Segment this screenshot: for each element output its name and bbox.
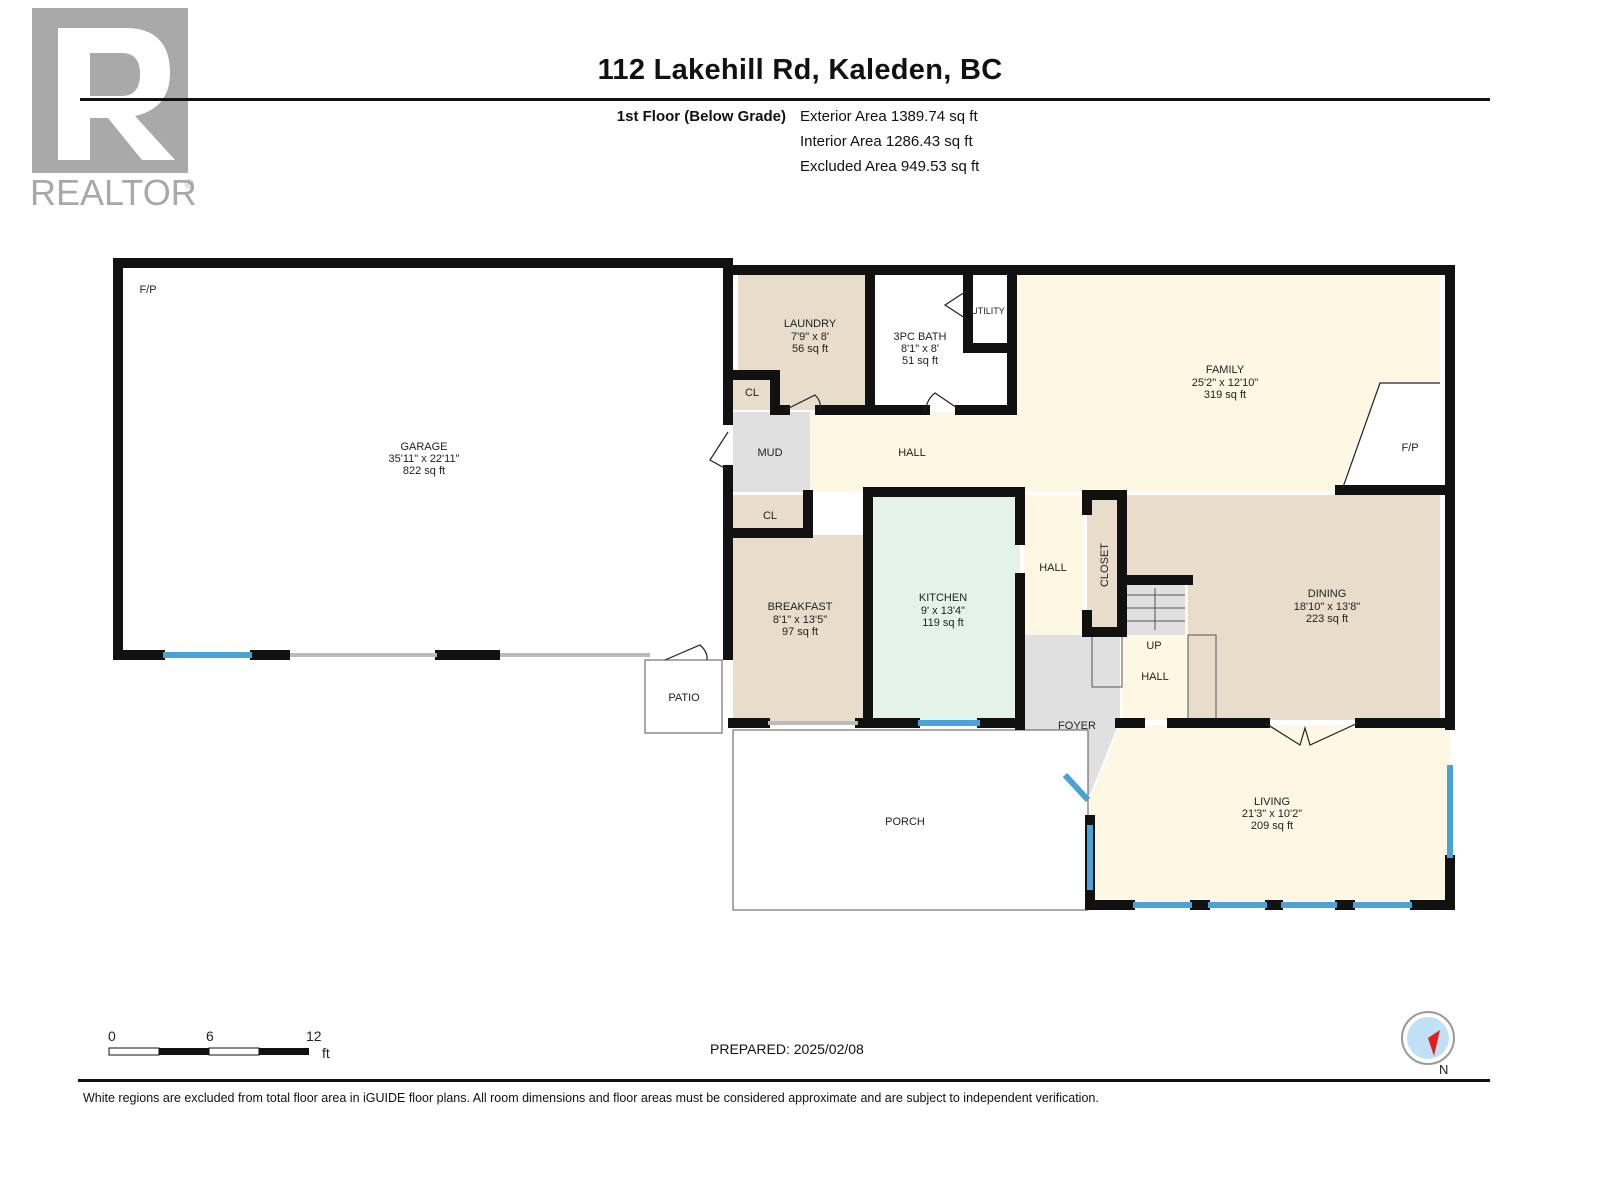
doors bbox=[664, 289, 1440, 746]
exterior-area: Exterior Area 1389.74 sq ft bbox=[800, 108, 978, 125]
footer-divider bbox=[78, 1079, 1490, 1082]
compass-icon: N bbox=[1401, 1011, 1455, 1077]
door-icon bbox=[1264, 722, 1359, 746]
up-label: UP bbox=[1146, 640, 1161, 652]
registered-mark: ® bbox=[185, 177, 194, 191]
patio-label: PATIO bbox=[668, 692, 700, 704]
openings bbox=[290, 653, 858, 725]
floor-name: 1st Floor (Below Grade) bbox=[616, 108, 786, 125]
door-icon bbox=[924, 392, 961, 411]
door-icon bbox=[943, 289, 969, 321]
realtor-logo-text: REALTOR bbox=[30, 172, 197, 213]
utility-label: UTILITY bbox=[971, 306, 1005, 316]
hall-area bbox=[810, 412, 1340, 492]
living-area bbox=[1090, 725, 1450, 905]
mud-area bbox=[733, 412, 810, 492]
room-name: KITCHEN bbox=[919, 592, 967, 604]
mud-label: MUD bbox=[757, 447, 782, 459]
header-divider bbox=[80, 98, 1490, 101]
closet-label: CL bbox=[745, 387, 759, 399]
hall-label: HALL bbox=[1141, 671, 1169, 683]
closet-hall-area bbox=[1087, 495, 1122, 635]
compass-north-label: N bbox=[1439, 1062, 1448, 1077]
room-name: DINING bbox=[1308, 588, 1347, 600]
excluded-area: Excluded Area 949.53 sq ft bbox=[800, 158, 980, 175]
fireplace-area bbox=[1340, 383, 1440, 490]
door-icon bbox=[784, 394, 822, 411]
room-dims: 7'9" x 8' bbox=[791, 331, 829, 343]
kitchen-area bbox=[870, 495, 1020, 723]
room-name: 3PC BATH bbox=[894, 331, 947, 343]
fireplace-label: F/P bbox=[1401, 442, 1418, 454]
scale-bar: 0 6 12 ft bbox=[108, 1028, 330, 1061]
hall-label: HALL bbox=[898, 447, 926, 459]
room-area: 223 sq ft bbox=[1306, 613, 1348, 625]
room-area: 97 sq ft bbox=[782, 626, 818, 638]
room-dims: 18'10" x 13'8" bbox=[1294, 601, 1361, 613]
hall-label: HALL bbox=[1039, 562, 1067, 574]
page-title: 112 Lakehill Rd, Kaleden, BC bbox=[597, 54, 1003, 86]
foyer-label: FOYER bbox=[1058, 720, 1096, 732]
interior-area: Interior Area 1286.43 sq ft bbox=[800, 133, 973, 150]
room-area: 51 sq ft bbox=[902, 355, 938, 367]
prepared-date: PREPARED: 2025/02/08 bbox=[710, 1041, 864, 1057]
closet-label: CLOSET bbox=[1099, 543, 1111, 587]
porch-label: PORCH bbox=[885, 816, 925, 828]
porch-area bbox=[732, 729, 1089, 911]
room-dims: 8'1" x 8' bbox=[901, 343, 939, 355]
room-area: 319 sq ft bbox=[1204, 389, 1246, 401]
door-icon bbox=[709, 431, 729, 471]
room-fills bbox=[118, 263, 1450, 911]
disclaimer: White regions are excluded from total fl… bbox=[83, 1091, 1099, 1105]
room-area: 209 sq ft bbox=[1251, 820, 1293, 832]
room-name: FAMILY bbox=[1206, 364, 1245, 376]
garage-area bbox=[118, 263, 728, 655]
room-dims: 21'3" x 10'2" bbox=[1242, 808, 1302, 820]
scale-tick: 6 bbox=[206, 1028, 214, 1044]
closet-area bbox=[730, 375, 775, 410]
floor-plan: GARAGE 35'11" x 22'11" 822 sq ft LAUNDRY… bbox=[113, 258, 1455, 911]
room-dims: 8'1" x 13'5" bbox=[773, 614, 827, 626]
room-name: BREAKFAST bbox=[768, 601, 833, 613]
realtor-logo: REALTOR ® bbox=[30, 8, 202, 213]
door-icon bbox=[664, 644, 708, 661]
room-area: 822 sq ft bbox=[403, 465, 445, 477]
room-name: LIVING bbox=[1254, 796, 1290, 808]
scale-tick: 0 bbox=[108, 1028, 116, 1044]
scale-unit: ft bbox=[322, 1045, 330, 1061]
closet-label: CL bbox=[763, 510, 777, 522]
room-area: 119 sq ft bbox=[922, 617, 963, 629]
windows bbox=[163, 652, 1453, 908]
room-name: GARAGE bbox=[400, 441, 447, 453]
room-area: 56 sq ft bbox=[792, 343, 828, 355]
fireplace-outline bbox=[1341, 382, 1440, 491]
scale-tick: 12 bbox=[306, 1028, 322, 1044]
room-dims: 9' x 13'4" bbox=[921, 605, 965, 617]
patio-area bbox=[644, 659, 723, 734]
breakfast-area bbox=[733, 535, 868, 723]
fireplace-label: F/P bbox=[139, 284, 156, 296]
room-name: LAUNDRY bbox=[784, 318, 837, 330]
room-dims: 25'2" x 12'10" bbox=[1192, 377, 1259, 389]
room-dims: 35'11" x 22'11" bbox=[389, 453, 460, 465]
hall2-area bbox=[1024, 495, 1084, 635]
